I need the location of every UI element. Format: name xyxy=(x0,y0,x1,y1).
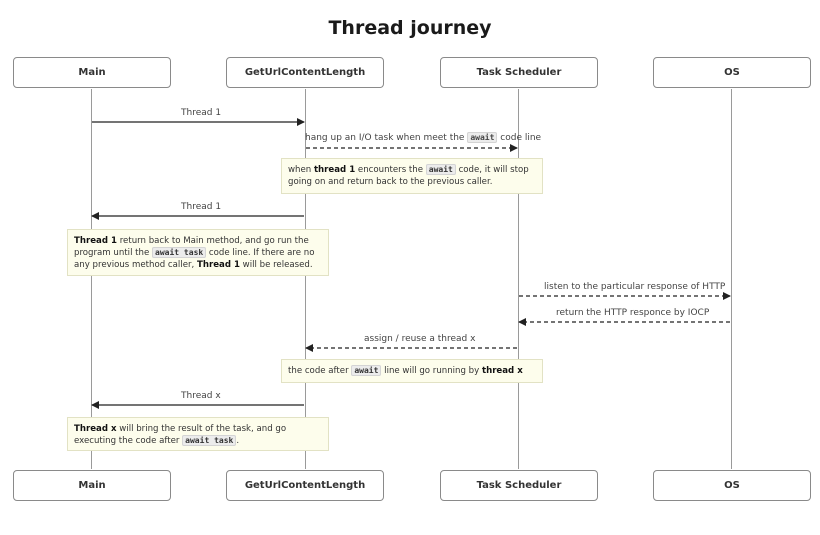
participant-main-bottom: Main xyxy=(13,470,171,501)
inline-code: await xyxy=(467,132,498,143)
participant-geturlcontentlength-top: GetUrlContentLength xyxy=(226,57,384,88)
lifeline-geturlcontentlength xyxy=(305,89,306,469)
diagram-title: Thread journey xyxy=(328,17,492,39)
participant-os-bottom: OS xyxy=(653,470,811,501)
message-label: assign / reuse a thread x xyxy=(364,334,476,344)
participant-os-top: OS xyxy=(653,57,811,88)
participant-main-top: Main xyxy=(13,57,171,88)
message-label: Thread 1 xyxy=(181,108,222,118)
inline-code: await task xyxy=(152,247,207,258)
participant-geturlcontentlength-bottom: GetUrlContentLength xyxy=(226,470,384,501)
lifeline-main xyxy=(91,89,92,469)
message-label: hang up an I/O task when meet the await … xyxy=(305,132,542,143)
note-thread-x-await: the code after await line will go runnin… xyxy=(281,359,543,383)
message-label: Thread 1 xyxy=(181,202,222,212)
note-thread-x-result: Thread x will bring the result of the ta… xyxy=(67,417,329,451)
inline-code: await xyxy=(351,365,382,376)
participant-task-scheduler-top: Task Scheduler xyxy=(440,57,598,88)
message-label: listen to the particular response of HTT… xyxy=(544,282,726,292)
note-thread1-return-main: Thread 1 return back to Main method, and… xyxy=(67,229,329,276)
message-label: return the HTTP responce by IOCP xyxy=(556,308,710,318)
lifeline-os xyxy=(731,89,732,469)
lifeline-task-scheduler xyxy=(518,89,519,469)
inline-code: await task xyxy=(182,435,237,446)
note-thread1-await: when thread 1 encounters the await code,… xyxy=(281,158,543,194)
participant-task-scheduler-bottom: Task Scheduler xyxy=(440,470,598,501)
message-label: Thread x xyxy=(181,391,221,401)
inline-code: await xyxy=(425,164,456,175)
